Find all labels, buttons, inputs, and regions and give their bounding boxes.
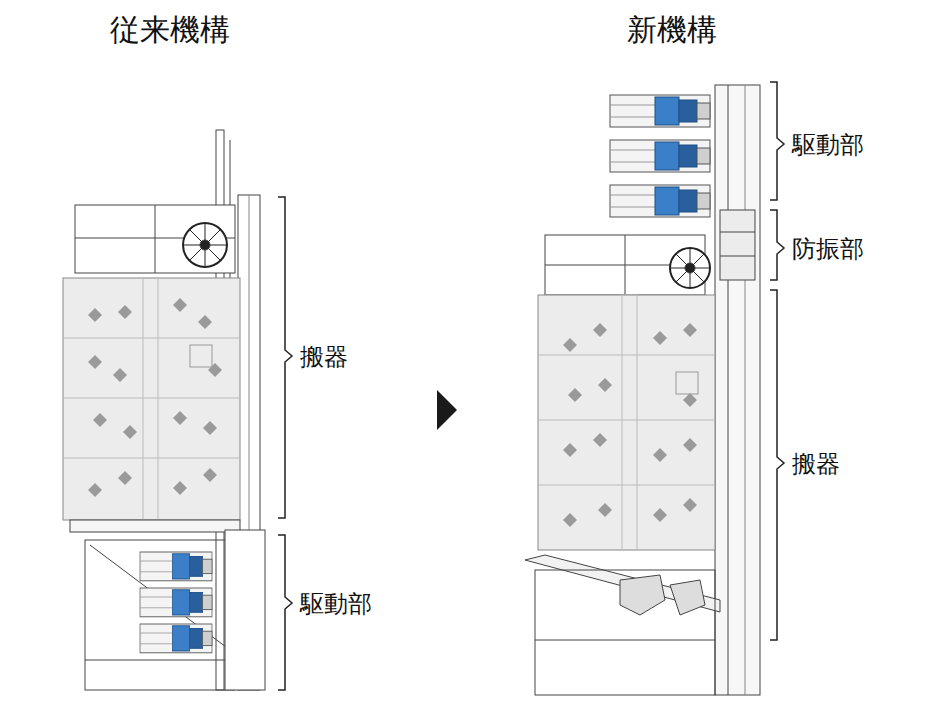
new-motors (610, 95, 710, 217)
bracket-label: 防振部 (792, 235, 864, 264)
bracket-label: 搬器 (792, 450, 840, 479)
heading: 新機構 (627, 12, 717, 48)
conventional-carriage-marks (88, 298, 222, 497)
bracket-label: 駆動部 (792, 131, 864, 160)
conventional-mechanism (63, 130, 265, 690)
arrow-triangle (437, 390, 457, 430)
heading: 従来機構 (110, 12, 230, 48)
new-carriage-marks (563, 323, 697, 527)
conventional-motors (140, 552, 212, 653)
bracket-label: 駆動部 (300, 590, 372, 619)
brackets (278, 82, 784, 690)
bracket-label: 搬器 (300, 343, 348, 372)
new-mechanism (525, 85, 760, 695)
